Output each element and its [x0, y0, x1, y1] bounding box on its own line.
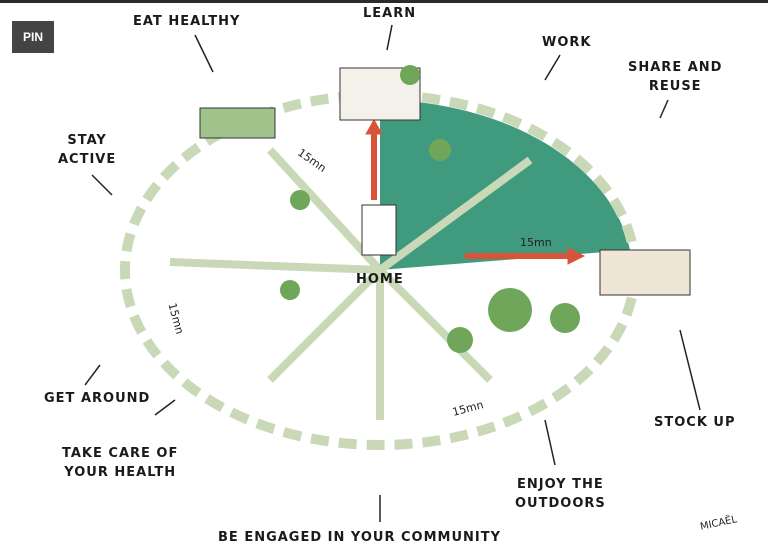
label-work: WORK — [542, 35, 592, 50]
trees — [280, 65, 580, 353]
label-share-and-reuse: SHARE AND REUSE — [628, 60, 723, 94]
distance-label: 15mn — [520, 236, 552, 249]
pin-button[interactable]: PIN — [12, 21, 54, 53]
label-stock-up: STOCK UP — [654, 415, 736, 430]
label-enjoy-the-outdoors: ENJOY THE OUTDOORS — [515, 477, 606, 511]
top-bar — [0, 0, 768, 3]
label-eat-healthy: EAT HEALTHY — [133, 14, 241, 29]
market-stall-icon — [199, 107, 276, 139]
shop-icon — [599, 249, 691, 296]
label-stay-active: STAY ACTIVE — [58, 133, 117, 167]
home-building-icon — [361, 204, 397, 256]
arrows — [365, 118, 586, 265]
label-learn: LEARN — [363, 6, 417, 21]
label-leaders — [84, 24, 701, 522]
label-home: HOME — [356, 272, 404, 287]
label-get-around: GET AROUND — [44, 391, 151, 406]
label-community: BE ENGAGED IN YOUR COMMUNITY — [218, 530, 502, 545]
label-take-care-of-your-health: TAKE CARE OF YOUR HEALTH — [62, 446, 179, 480]
